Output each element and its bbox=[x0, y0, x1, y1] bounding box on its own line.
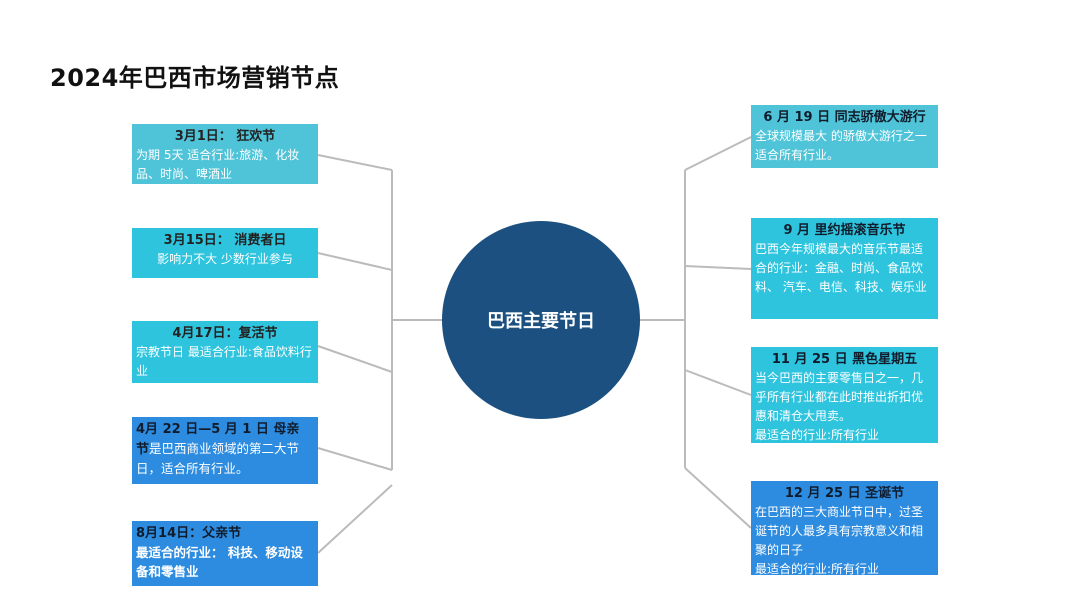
node-desc: 是巴西商业领域的第二大节日，适合所有行业。 bbox=[136, 441, 300, 476]
right-branch-line bbox=[684, 265, 752, 270]
node-title: 6 月 19 日 同志骄傲大游行 bbox=[763, 110, 926, 125]
node-desc: 在巴西的三大商业节日中，过圣诞节的人最多具有宗教意义和相聚的日子 bbox=[755, 505, 924, 557]
node-fathers-day: 8月14日：父亲节 最适合的行业： 科技、移动设备和零售业 bbox=[132, 521, 318, 586]
node-mothers-day: 4月 22 日—5 月 1 日 母亲 节是巴西商业领域的第二大节日，适合所有行业… bbox=[132, 417, 318, 484]
page-title: 2024年巴西市场营销节点 bbox=[50, 64, 340, 92]
center-node: 巴西主要节日 bbox=[442, 221, 640, 419]
node-consumer-day: 3月15日： 消费者日 影响力不大 少数行业参与 bbox=[132, 228, 318, 278]
left-branch-line bbox=[317, 447, 393, 471]
left-branch-line bbox=[317, 154, 393, 171]
node-title: 9 月 里约摇滚音乐节 bbox=[783, 223, 906, 238]
node-rock-in-rio: 9 月 里约摇滚音乐节 巴西今年规模最大的音乐节最适合的行业：金融、时尚、食品饮… bbox=[751, 218, 938, 319]
left-branch-line bbox=[317, 252, 393, 271]
node-christmas: 12 月 25 日 圣诞节 在巴西的三大商业节日中，过圣诞节的人最多具有宗教意义… bbox=[751, 481, 938, 575]
node-black-friday: 11 月 25 日 黑色星期五 当今巴西的主要零售日之一，几乎所有行业都在此时推… bbox=[751, 347, 938, 443]
left-branch-line bbox=[317, 484, 393, 554]
node-title: 4月 22 日—5 月 1 日 母亲 bbox=[136, 422, 300, 437]
center-label: 巴西主要节日 bbox=[487, 311, 595, 332]
node-title: 3月1日： 狂欢节 bbox=[174, 129, 276, 144]
node-title-tail: 节 bbox=[136, 442, 150, 457]
node-desc: 宗教节日 最适合行业:食品饮料行业 bbox=[136, 345, 312, 378]
node-easter: 4月17日：复活节 宗教节日 最适合行业:食品饮料行业 bbox=[132, 321, 318, 383]
node-title: 8月14日：父亲节 bbox=[136, 526, 242, 541]
node-desc-industries: 最适合的行业:所有行业 bbox=[755, 562, 880, 575]
node-title: 3月15日： 消费者日 bbox=[163, 233, 287, 248]
node-carnival: 3月1日： 狂欢节 为期 5天 适合行业:旅游、化妆品、时尚、啤酒业 bbox=[132, 124, 318, 184]
node-title: 12 月 25 日 圣诞节 bbox=[784, 486, 905, 501]
right-branch-line bbox=[684, 467, 752, 529]
node-pride-parade: 6 月 19 日 同志骄傲大游行 全球规模最大 的骄傲大游行之一适合所有行业。 bbox=[751, 105, 938, 168]
left-branch-line bbox=[317, 345, 393, 373]
node-desc: 当今巴西的主要零售日之一，几乎所有行业都在此时推出折扣优惠和清仓大甩卖。 bbox=[755, 371, 924, 423]
node-desc: 巴西今年规模最大的音乐节最适合的行业：金融、时尚、食品饮料、 汽车、电信、科技、… bbox=[755, 242, 927, 294]
node-desc: 影响力不大 少数行业参与 bbox=[157, 252, 293, 266]
right-branch-line bbox=[684, 369, 752, 396]
node-title: 11 月 25 日 黑色星期五 bbox=[771, 352, 918, 367]
node-desc: 最适合的行业： 科技、移动设备和零售业 bbox=[136, 545, 303, 579]
node-title: 4月17日：复活节 bbox=[172, 326, 278, 341]
node-desc-industries: 最适合的行业:所有行业 bbox=[755, 428, 880, 442]
node-desc: 全球规模最大 的骄傲大游行之一适合所有行业。 bbox=[755, 129, 927, 162]
node-desc: 为期 5天 适合行业:旅游、化妆品、时尚、啤酒业 bbox=[136, 148, 300, 181]
right-branch-line bbox=[684, 136, 752, 171]
